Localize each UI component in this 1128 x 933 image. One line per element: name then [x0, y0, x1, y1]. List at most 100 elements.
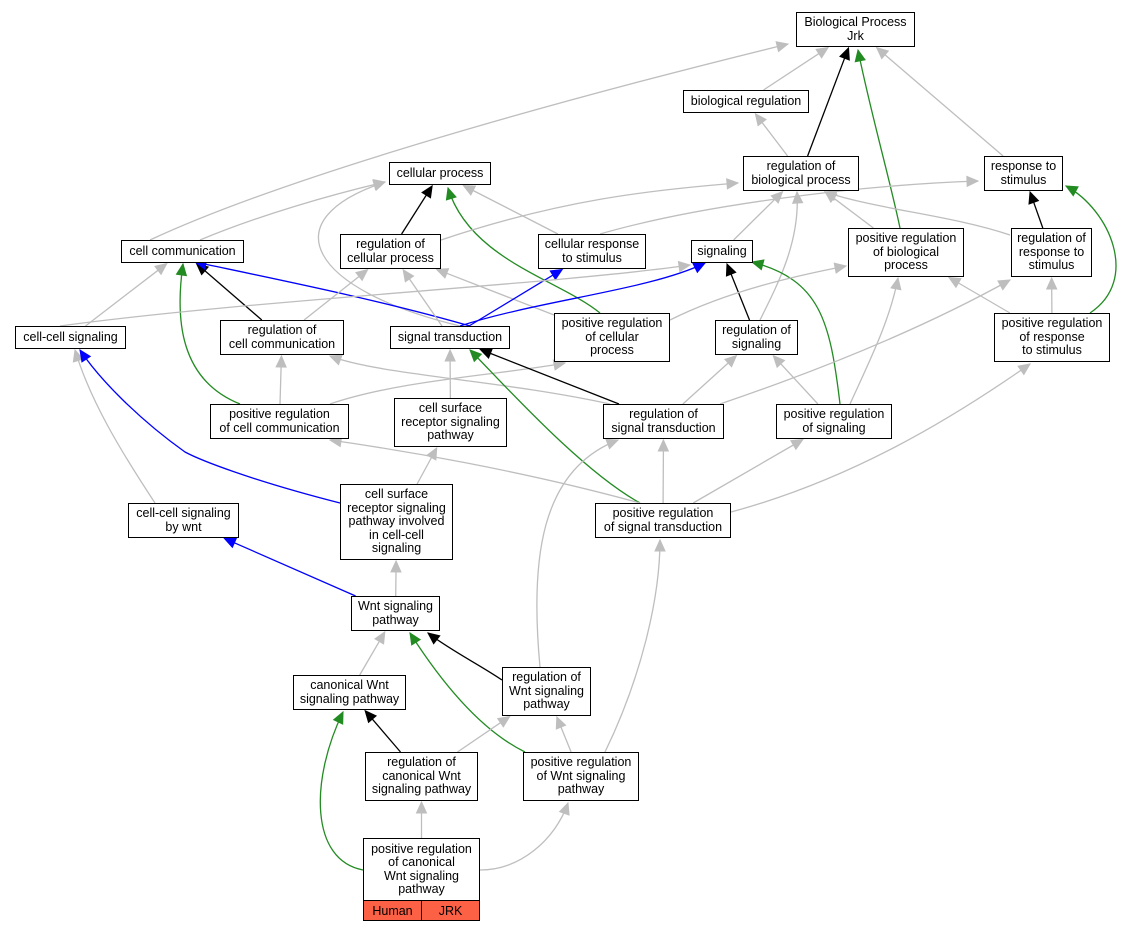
edge-line: [440, 182, 739, 241]
go-term-cellular-process[interactable]: cellular process: [389, 162, 491, 185]
go-term-label-line: regulation of: [629, 407, 698, 421]
edge-line: [279, 366, 282, 405]
go-term-label-line: cell communication: [228, 336, 336, 351]
arrowhead: [479, 348, 493, 359]
edge-is-a: [604, 538, 666, 753]
edge-is-a: [359, 630, 386, 676]
arrowhead: [726, 178, 740, 190]
edge-line: [536, 439, 619, 668]
go-term-label-line: Wnt signaling: [383, 868, 460, 883]
edge-line: [179, 263, 241, 405]
edge-regulates: [364, 709, 401, 753]
arrowhead: [657, 438, 670, 452]
go-term-label-line: to stimulus: [562, 250, 622, 265]
arrowhead: [328, 354, 343, 366]
edge-line: [751, 261, 841, 405]
arrowhead: [421, 184, 433, 199]
go-term-label-line: cellular process: [347, 250, 434, 265]
go-term-label-line: regulation of: [512, 670, 581, 685]
edge-line: [416, 457, 433, 485]
edge-line: [763, 53, 820, 91]
edge-part-of: [79, 348, 341, 504]
go-term-label-line: biological process: [751, 172, 851, 187]
arrowhead: [469, 349, 483, 363]
edge-line: [409, 632, 526, 753]
arrowhead: [427, 632, 441, 645]
edge-is-a: [329, 359, 567, 405]
edge-is-a: [59, 260, 692, 327]
go-term-label-line: pathway: [523, 697, 570, 712]
gene-cell[interactable]: JRK: [422, 900, 480, 921]
edge-is-a: [1045, 276, 1058, 314]
go-term-label-line: regulation of: [247, 323, 317, 337]
edge-is-a: [149, 41, 790, 241]
go-term-signaling[interactable]: signaling: [691, 240, 753, 263]
edge-positively-regulates: [750, 259, 841, 405]
edge-line: [1033, 202, 1044, 229]
edge-is-a: [275, 354, 287, 405]
go-term-label-line: of cell communication: [219, 420, 340, 435]
arrowhead: [355, 268, 369, 282]
edge-is-a: [759, 190, 804, 321]
species-cell[interactable]: Human: [363, 900, 422, 921]
edge-line: [730, 363, 1031, 513]
arrowhead: [947, 276, 962, 289]
go-term-label-line: positive regulation: [855, 231, 957, 246]
edge-line: [459, 262, 706, 327]
edge-positively-regulates: [409, 631, 526, 753]
arrowhead: [677, 260, 692, 273]
arrowhead: [79, 348, 92, 363]
arrowhead: [402, 268, 415, 283]
arrowhead: [966, 175, 980, 188]
edge-line: [446, 272, 555, 316]
edge-is-a: [763, 46, 830, 91]
go-term-biological-regulation[interactable]: biological regulation: [683, 90, 809, 113]
arrowhead: [223, 537, 238, 549]
edge-is-a: [85, 262, 168, 327]
go-term-label-line: positive regulation: [530, 755, 632, 770]
go-term-label-line: receptor signaling: [347, 500, 446, 515]
arrowhead: [605, 438, 620, 450]
go-term-label-line: positive regulation: [561, 316, 663, 331]
edge-is-a: [444, 348, 456, 399]
edge-line: [469, 349, 641, 504]
arrowhead: [435, 268, 450, 279]
edge-line: [849, 277, 899, 405]
go-term-cell-cell-signaling[interactable]: cell-cell signaling: [15, 326, 126, 349]
arrowhead: [415, 800, 428, 814]
edge-line: [447, 187, 601, 314]
edge-line: [479, 802, 569, 871]
edge-is-a: [390, 559, 402, 597]
go-term-cell-communication[interactable]: cell communication: [121, 240, 244, 263]
edge-line: [468, 274, 554, 327]
arrowhead: [839, 46, 850, 61]
go-term-label-line: positive regulation: [612, 506, 714, 520]
go-term-signal-transduction[interactable]: signal transduction: [390, 326, 510, 349]
edge-is-a: [415, 800, 428, 838]
